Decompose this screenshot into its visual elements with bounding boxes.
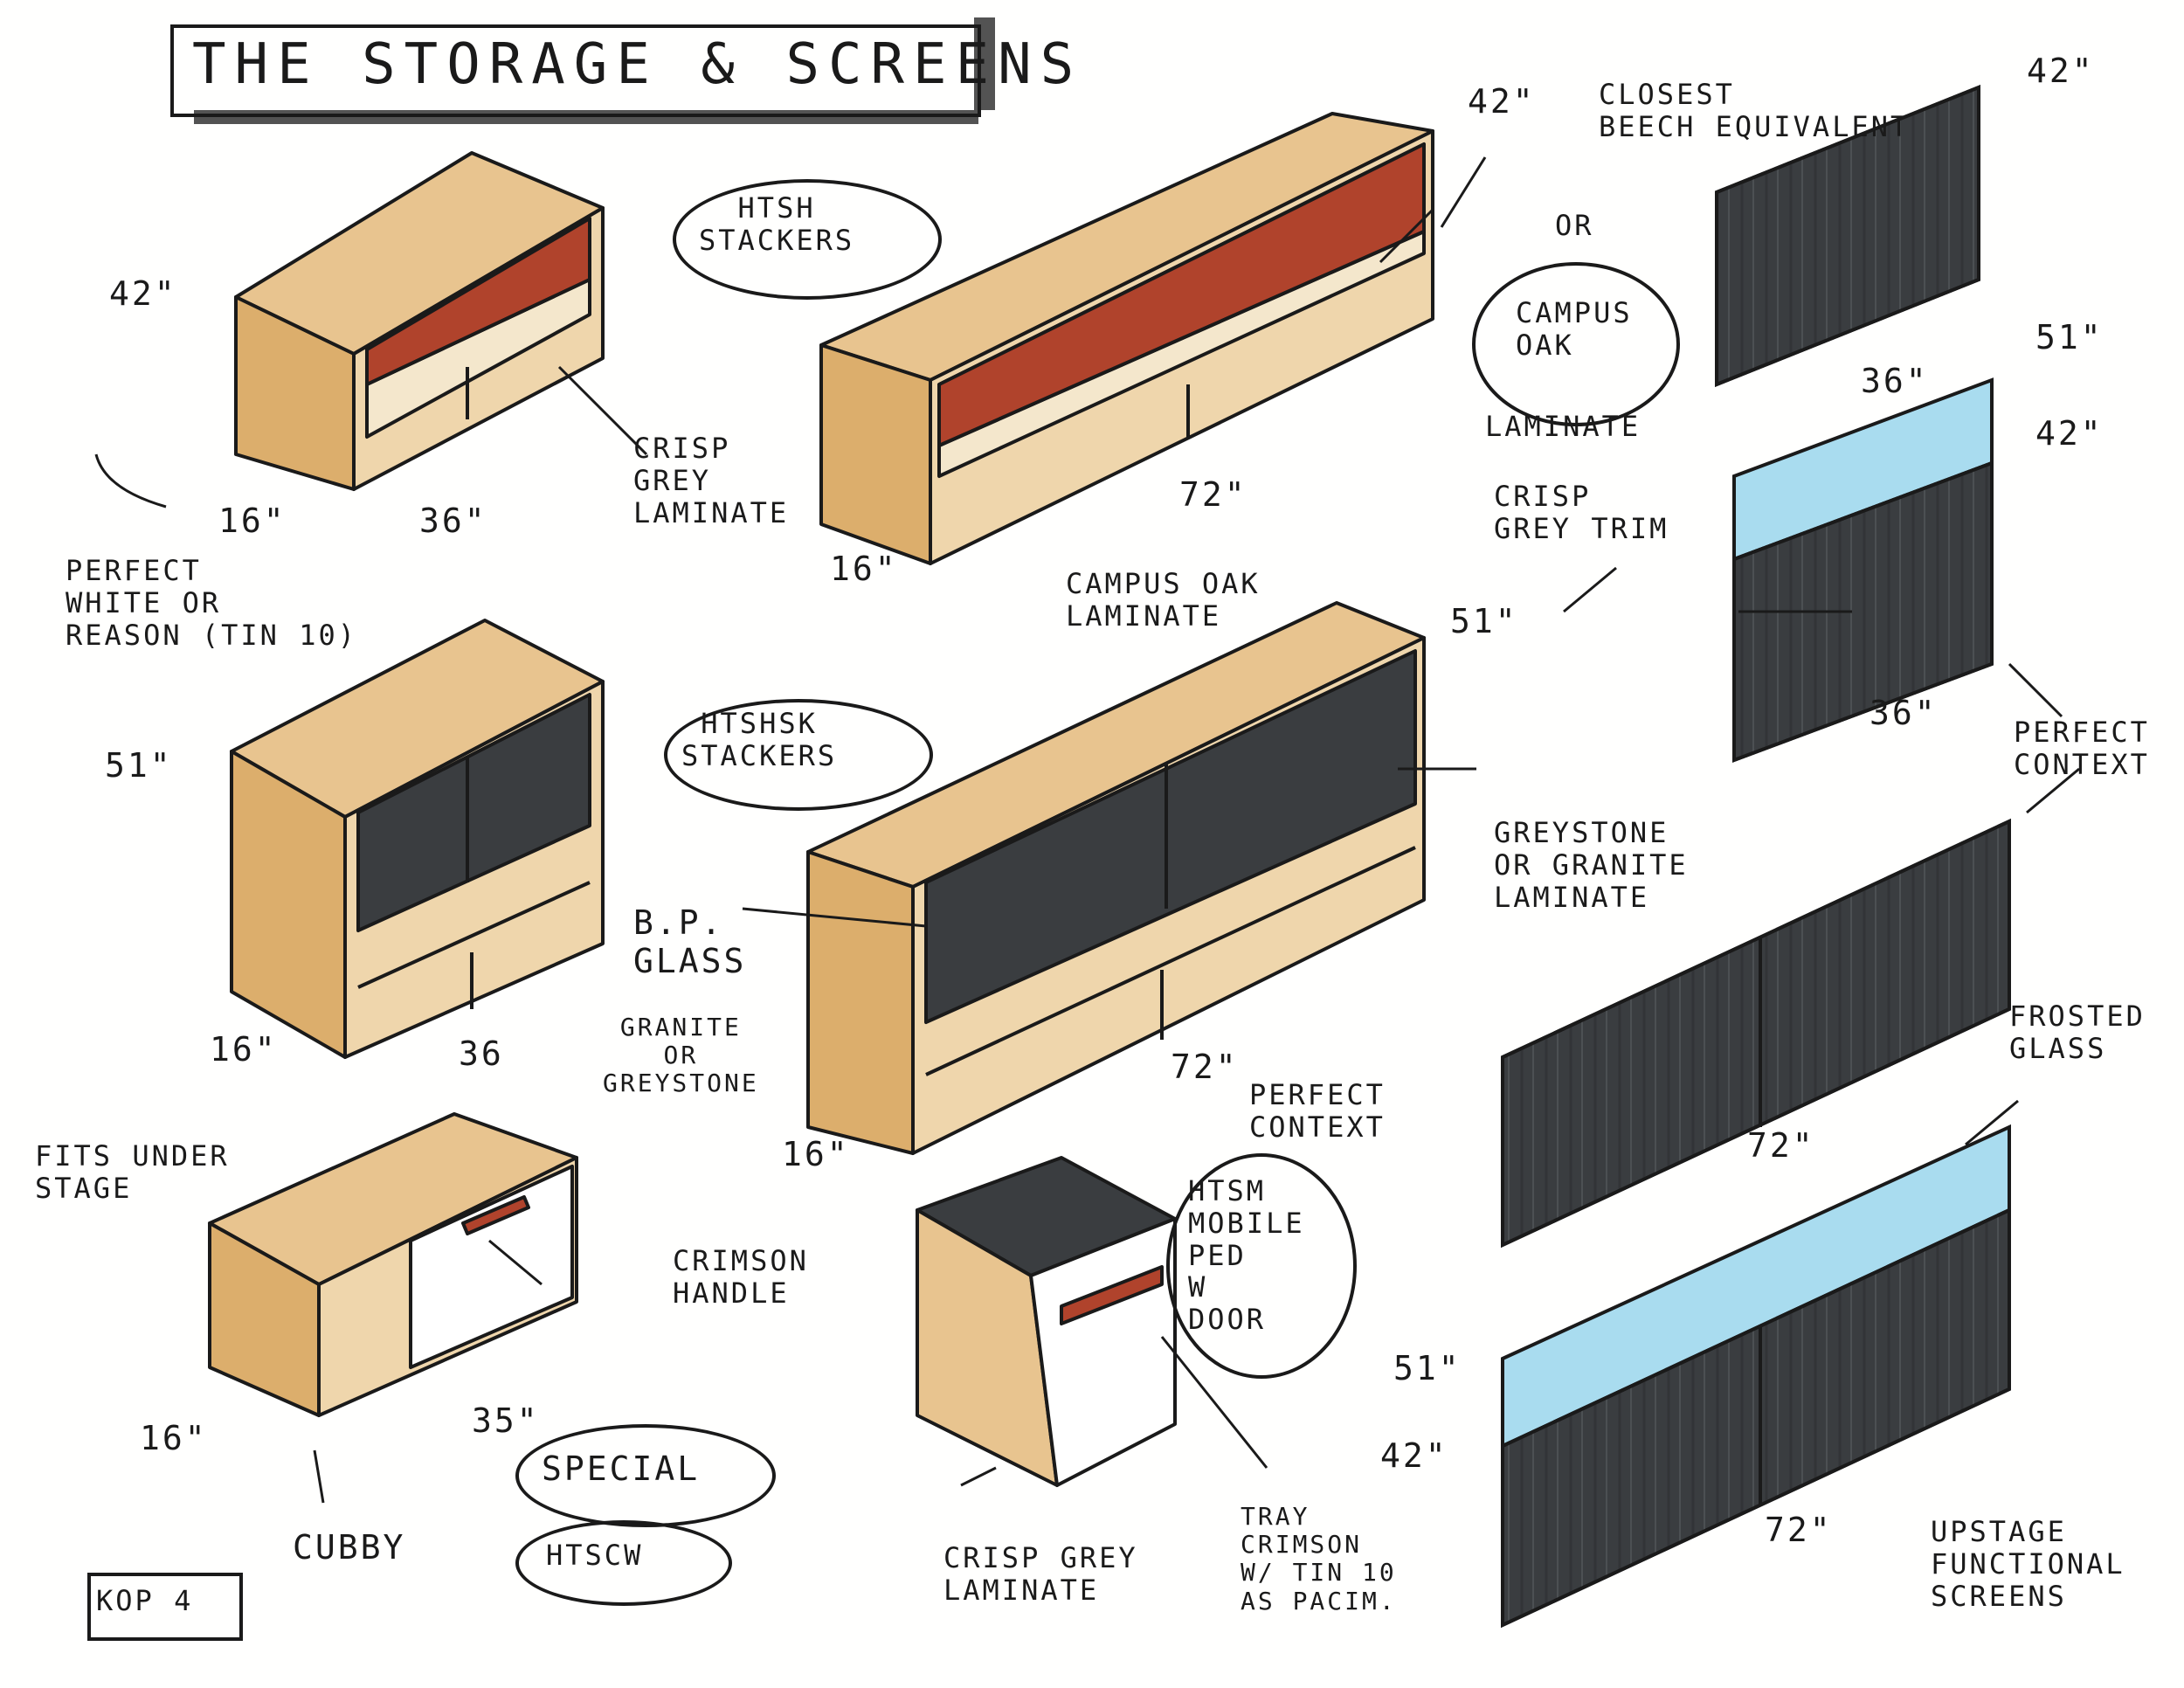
screen-42x36 xyxy=(1715,85,1980,387)
label-perfect-context-1: PERFECT CONTEXT xyxy=(2014,716,2150,781)
label-campus-oak: CAMPUS OAK xyxy=(1516,296,1633,362)
sheet-id: KOP 4 xyxy=(96,1584,194,1617)
label-crisp-grey-trim: CRISP GREY TRIM xyxy=(1494,480,1669,545)
label-perfect-context-2: PERFECT CONTEXT xyxy=(1249,1078,1386,1144)
page-title: THE STORAGE & SCREENS xyxy=(192,32,1083,97)
label-campus-oak-laminate: CAMPUS OAK LAMINATE xyxy=(1066,567,1261,633)
title-frame xyxy=(170,24,981,117)
dim-51-b: 51" xyxy=(1450,602,1518,640)
label-upstage-screens: UPSTAGE FUNCTIONAL SCREENS xyxy=(1931,1515,2125,1613)
dim-42-a: 42" xyxy=(109,274,177,313)
dim-36-d: 36" xyxy=(1870,694,1938,732)
dim-35-h: 35" xyxy=(472,1401,540,1440)
dim-16-e: 16" xyxy=(210,1030,278,1069)
cabinet-42-small xyxy=(234,151,605,491)
dim-36-c: 36" xyxy=(1861,362,1929,400)
label-htshsk-stackers: HTSHSK STACKERS xyxy=(681,707,838,772)
leader-lines xyxy=(94,156,2080,1504)
label-greystone-granite: GREYSTONE OR GRANITE LAMINATE xyxy=(1494,816,1689,914)
dim-16-b: 16" xyxy=(830,550,898,588)
label-bp-glass: B.P. GLASS xyxy=(633,903,747,980)
bubble-campus-oak xyxy=(1472,262,1680,426)
dim-51-g: 51" xyxy=(1393,1349,1462,1387)
label-htscw: HTSCW xyxy=(546,1539,644,1572)
dim-42-c: 42" xyxy=(2027,52,2095,90)
dim-72-i: 72" xyxy=(1765,1511,1833,1549)
bubble-htsh xyxy=(673,179,942,300)
label-laminate: LAMINATE xyxy=(1485,410,1641,443)
dim-51-a: 51" xyxy=(105,746,173,785)
dim-42-b: 42" xyxy=(1468,82,1536,121)
dim-16-f: 16" xyxy=(782,1135,850,1173)
screen-51x72 xyxy=(1501,1124,2011,1629)
cabinet-cubby xyxy=(208,1112,578,1417)
label-granite-or-greystone: GRANITE OR GREYSTONE xyxy=(603,1013,759,1098)
dim-16-a: 16" xyxy=(218,502,287,540)
screen-42x72 xyxy=(1501,818,2011,1249)
dim-72-g: 72" xyxy=(1747,1126,1815,1165)
bubble-htscw xyxy=(515,1520,732,1606)
label-perfect-white: PERFECT WHITE OR REASON (TIN 10) xyxy=(66,554,357,652)
dim-72-f: 72" xyxy=(1171,1048,1239,1086)
dim-51-c: 51" xyxy=(2035,318,2104,356)
cabinet-42-long xyxy=(819,112,1434,565)
label-cubby: CUBBY xyxy=(293,1528,406,1567)
label-special: SPECIAL xyxy=(542,1449,701,1488)
cabinet-51-small xyxy=(230,619,605,1059)
cabinet-51-long xyxy=(806,601,1426,1155)
bubble-htshsk xyxy=(664,699,933,811)
label-closest-beech: CLOSEST BEECH EQUIVALENT xyxy=(1599,78,1911,143)
dim-72-a: 72" xyxy=(1179,475,1248,514)
bubble-htsm xyxy=(1166,1153,1357,1379)
dim-36-a: 36" xyxy=(419,502,487,540)
label-fits-under-stage: FITS UNDER STAGE xyxy=(35,1139,230,1205)
label-frosted-glass: FROSTED GLASS xyxy=(2009,1000,2146,1065)
dim-36-e: 36 xyxy=(459,1034,504,1073)
label-crimson-handle: CRIMSON HANDLE xyxy=(673,1244,809,1310)
screen-51x36 xyxy=(1732,377,1994,763)
cabinet-mobile-ped xyxy=(916,1156,1177,1487)
dim-42-d: 42" xyxy=(2035,414,2104,453)
label-crisp-grey-laminate-1: CRISP GREY LAMINATE xyxy=(633,432,790,529)
dim-16-h: 16" xyxy=(140,1419,208,1457)
label-or: OR xyxy=(1555,209,1594,242)
label-tray-crimson: TRAY CRIMSON W/ TIN 10 AS PACIM. xyxy=(1241,1502,1397,1615)
label-crisp-grey-laminate-2: CRISP GREY LAMINATE xyxy=(943,1541,1138,1607)
label-htsh-stackers: HTSH STACKERS xyxy=(699,191,855,257)
sheet-id-frame xyxy=(87,1573,243,1641)
label-htsm-mobile: HTSM MOBILE PED W DOOR xyxy=(1188,1174,1305,1337)
dim-42-g: 42" xyxy=(1380,1436,1448,1475)
